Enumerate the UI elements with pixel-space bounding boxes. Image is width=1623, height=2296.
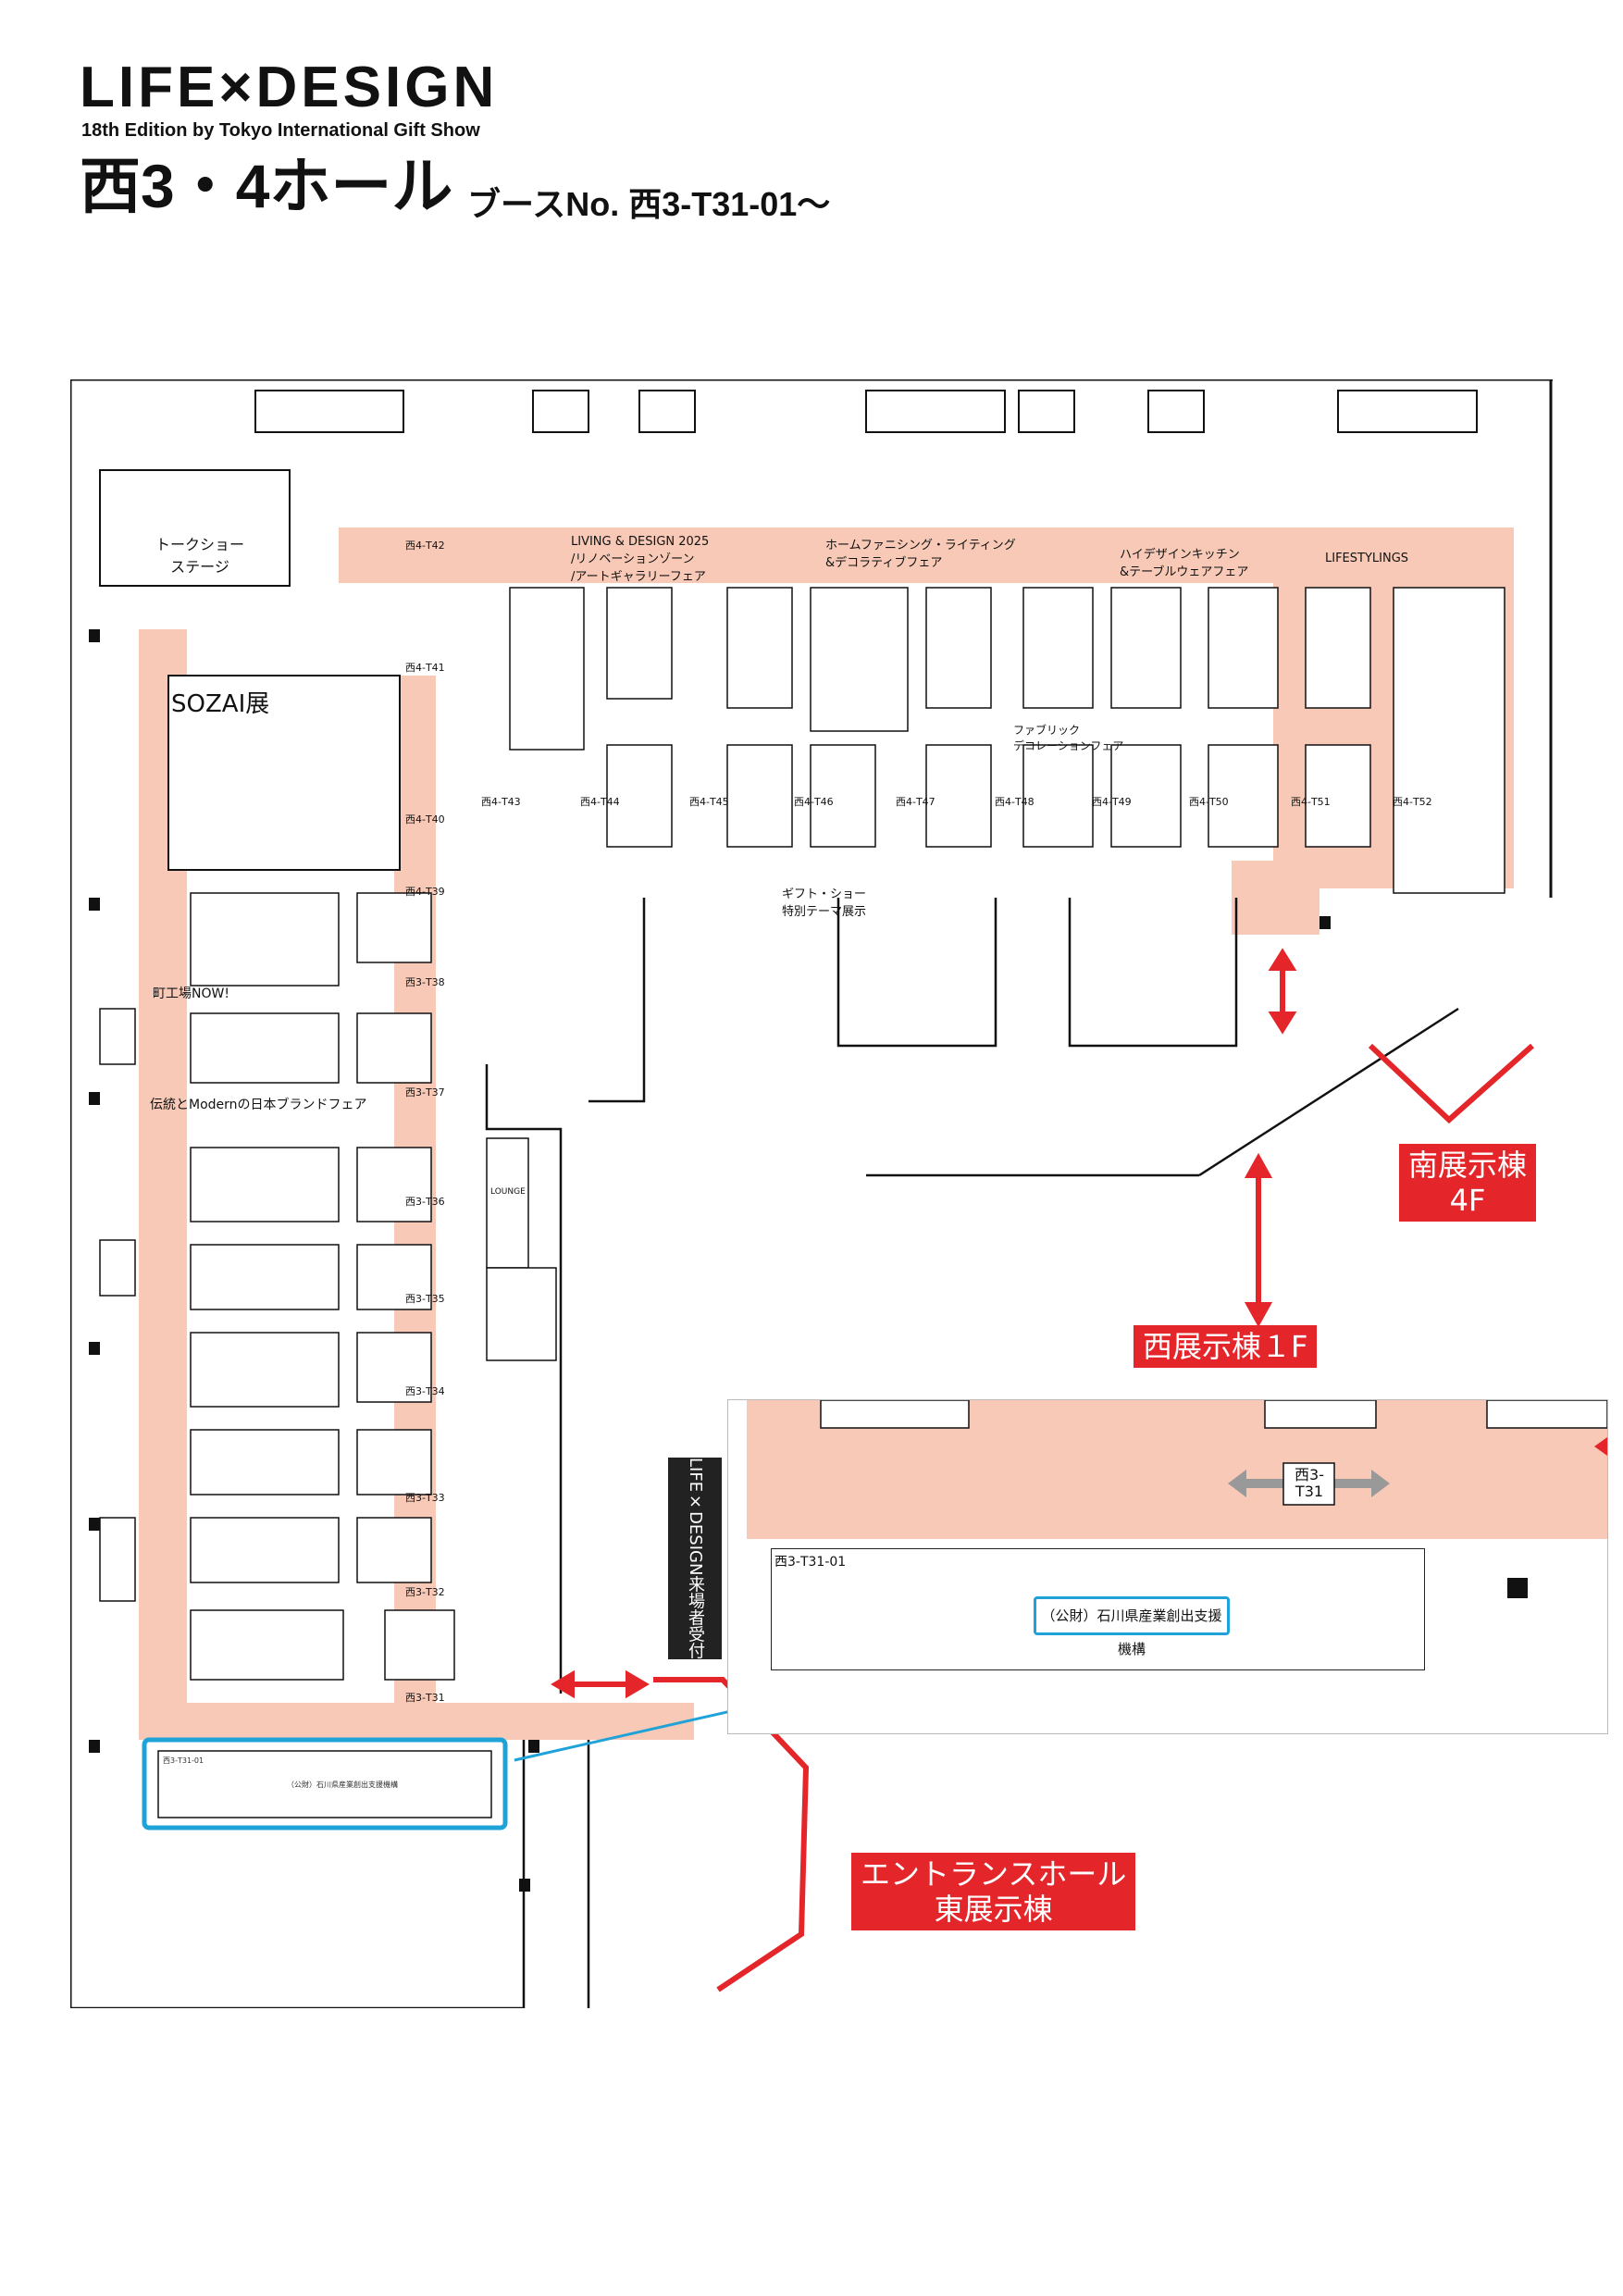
- fabric-label: ファブリック デコレーションフェア: [1013, 724, 1124, 752]
- aisle-t47: 西4-T47: [896, 796, 935, 808]
- gift-special-label: ギフト・ショー 特別テーマ展示: [782, 887, 867, 919]
- edition-subtitle: 18th Edition by Tokyo International Gift…: [81, 120, 480, 141]
- dento-label: 伝統とModernの日本ブランドフェア: [150, 1098, 367, 1112]
- inset-aisle-t31: 西3- T31: [1295, 1466, 1324, 1500]
- aisle-t43: 西4-T43: [481, 796, 521, 808]
- highlight-booth-id: 西3-T31-01: [163, 1756, 204, 1765]
- inset-column: [1507, 1578, 1528, 1598]
- inset-booth-id: 西3-T31-01: [774, 1555, 847, 1570]
- inset-exhibitor: （公財）石川県産業創出支援機構: [1034, 1596, 1230, 1657]
- talk-show-stage-label: トークショー ステージ: [155, 536, 245, 576]
- reception-logo: LIFE×DESIGN: [686, 1458, 705, 1576]
- aisle-t45: 西4-T45: [689, 796, 729, 808]
- lounge-label: LOUNGE: [490, 1187, 526, 1197]
- aisle-t50: 西4-T50: [1189, 796, 1229, 808]
- entrance-building-label: エントランスホール 東展示棟: [851, 1853, 1136, 1930]
- aisle-t35: 西3-T35: [405, 1293, 445, 1305]
- high-design-label: ハイデザインキッチン &テーブルウェアフェア: [1120, 548, 1249, 579]
- aisle-t33: 西3-T33: [405, 1492, 445, 1504]
- hall-title: 西3・4ホール: [80, 152, 453, 220]
- aisle-t51: 西4-T51: [1291, 796, 1331, 808]
- inset-corridor: [747, 1400, 1607, 1539]
- west-building-label: 西展示棟１F: [1134, 1325, 1318, 1368]
- highlight-booth-exhibitor: （公財）石川県産業創出支援機構: [287, 1781, 398, 1789]
- aisle-t44: 西4-T44: [580, 796, 620, 808]
- sozai-label: SOZAI展: [171, 690, 270, 718]
- aisle-t48: 西4-T48: [995, 796, 1035, 808]
- aisle-t42: 西4-T42: [405, 540, 445, 552]
- home-furnishing-label: ホームファニシング・ライティング &デコラティブフェア: [825, 539, 1016, 570]
- inset-zoom: 西3- T31 西3-T31-01 （公財）石川県産業創出支援機構: [727, 1399, 1608, 1734]
- aisle-t32: 西3-T32: [405, 1586, 445, 1598]
- aisle-t41: 西4-T41: [405, 662, 445, 674]
- aisle-t39: 西4-T39: [405, 886, 445, 898]
- aisle-t34: 西3-T34: [405, 1385, 445, 1397]
- machikoba-label: 町工場NOW!: [153, 987, 229, 1001]
- aisle-t37: 西3-T37: [405, 1086, 445, 1098]
- inset-booth: [771, 1548, 1425, 1670]
- aisle-t52: 西4-T52: [1393, 796, 1432, 808]
- lifestylings-label: LIFESTYLINGS: [1325, 552, 1409, 565]
- event-logo: LIFE×DESIGN: [80, 56, 499, 119]
- aisle-t40: 西4-T40: [405, 813, 445, 825]
- reception-banner: LIFE×DESIGN来場者受付: [668, 1458, 722, 1659]
- aisle-t36: 西3-T36: [405, 1196, 445, 1208]
- booth-number: ブースNo. 西3-T31-01〜: [467, 185, 831, 223]
- floor-map: [70, 379, 1553, 2008]
- aisle-t31: 西3-T31: [405, 1692, 445, 1704]
- reception-label: 来場者受付: [686, 1575, 705, 1659]
- living-design-label: LIVING & DESIGN 2025 /リノベーションゾーン /アートギャラ…: [571, 535, 710, 584]
- aisle-t46: 西4-T46: [794, 796, 834, 808]
- south-building-label: 南展示棟 4F: [1399, 1144, 1537, 1222]
- aisle-t38: 西3-T38: [405, 976, 445, 988]
- aisle-t49: 西4-T49: [1092, 796, 1132, 808]
